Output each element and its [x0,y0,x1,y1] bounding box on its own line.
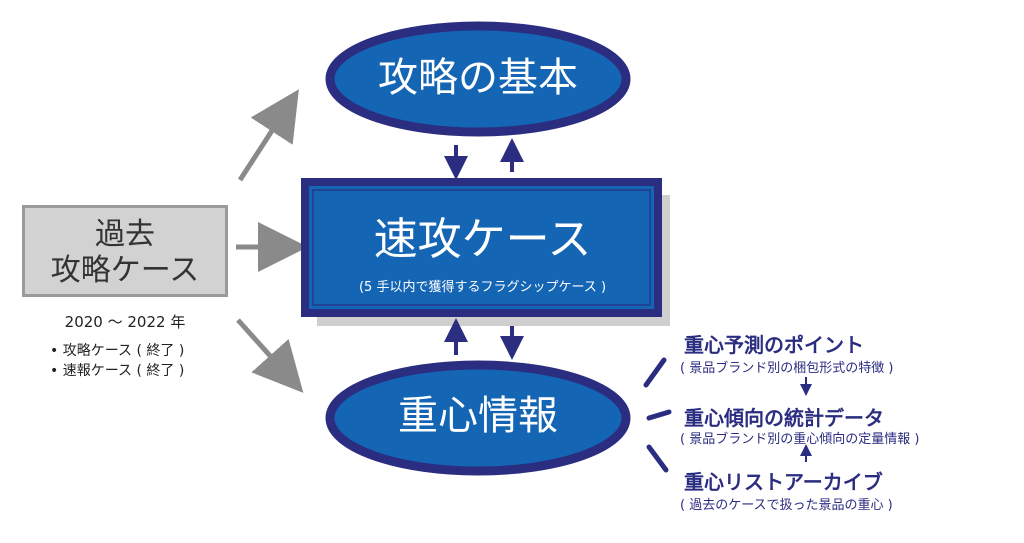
past-list: • 攻略ケース ( 終了 ) • 速報ケース ( 終了 ) [50,341,184,381]
center-title: 速攻ケース [373,214,592,265]
center-subtitle: (5 手以内で獲得するフラグシップケース ) [358,280,607,295]
past-box-line2: 攻略ケース [50,253,200,288]
top-oval [325,21,631,137]
past-list-item: • 速報ケース ( 終了 ) [50,363,185,379]
past-box-line1: 過去 [95,217,155,252]
link-stroke-2 [646,409,672,421]
info-1-subtitle: ( 景品ブランド別の梱包形式の特徴 ) [680,361,894,376]
top-oval-label: 攻略の基本 [378,55,578,101]
info-1-title: 重心予測のポイント [684,333,864,357]
info-2-title: 重心傾向の統計データ [684,406,884,430]
info-3-title: 重心リストアーカイブ [684,470,883,494]
info-2-subtitle: ( 景品ブランド別の重心傾向の定量情報 ) [680,432,920,447]
link-stroke-3 [646,444,669,473]
arrow-past-to-bottom [236,318,304,393]
past-cases-box: 過去 攻略ケース [22,205,228,297]
bottom-oval-label: 重心情報 [398,393,558,439]
link-stroke-1 [643,357,667,388]
info-3-subtitle: ( 過去のケースで扱った景品の重心 ) [680,498,893,513]
center-box [301,178,662,317]
arrow-past-to-top [237,89,299,182]
bottom-oval [325,360,631,476]
center-box-inner-border [312,189,651,306]
past-list-item: • 攻略ケース ( 終了 ) [50,343,185,359]
past-years: 2020 ～ 2022 年 [64,313,186,331]
